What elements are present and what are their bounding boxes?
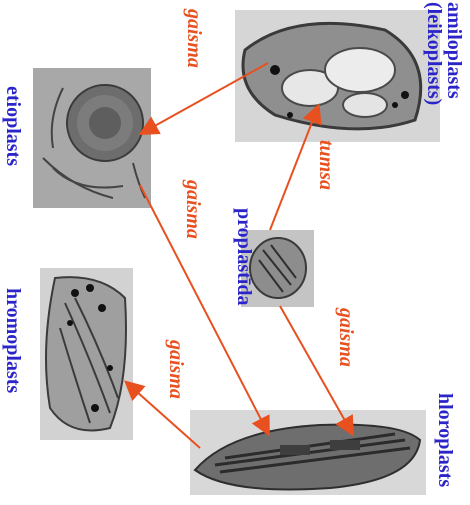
chromoplast-label: hromoplasts (3, 288, 23, 418)
arrow-amyloplast-to-etioplast (142, 63, 268, 133)
middle-light-label: gaisma (183, 180, 203, 260)
top-light-label: gaisma (184, 9, 204, 89)
etioplast-label: etioplasts (3, 86, 23, 186)
arrow-chloroplast-to-chromoplast (127, 383, 200, 448)
amyloplast-label: amiloplasts (leikoplasts) (420, 2, 464, 122)
right-light-label: gaisma (336, 308, 356, 388)
chloroplast-label: hloroplasts (435, 393, 455, 503)
darkness-label: tumsa (316, 140, 336, 210)
amyloplast-label-line1: amiloplasts (444, 2, 464, 122)
amyloplast-label-line2: (leikoplasts) (424, 2, 444, 122)
proplastid-label: proplastīda (234, 208, 254, 318)
arrow-proplastid-to-amyloplast (270, 107, 318, 230)
bottom-light-label: gaisma (166, 340, 186, 420)
